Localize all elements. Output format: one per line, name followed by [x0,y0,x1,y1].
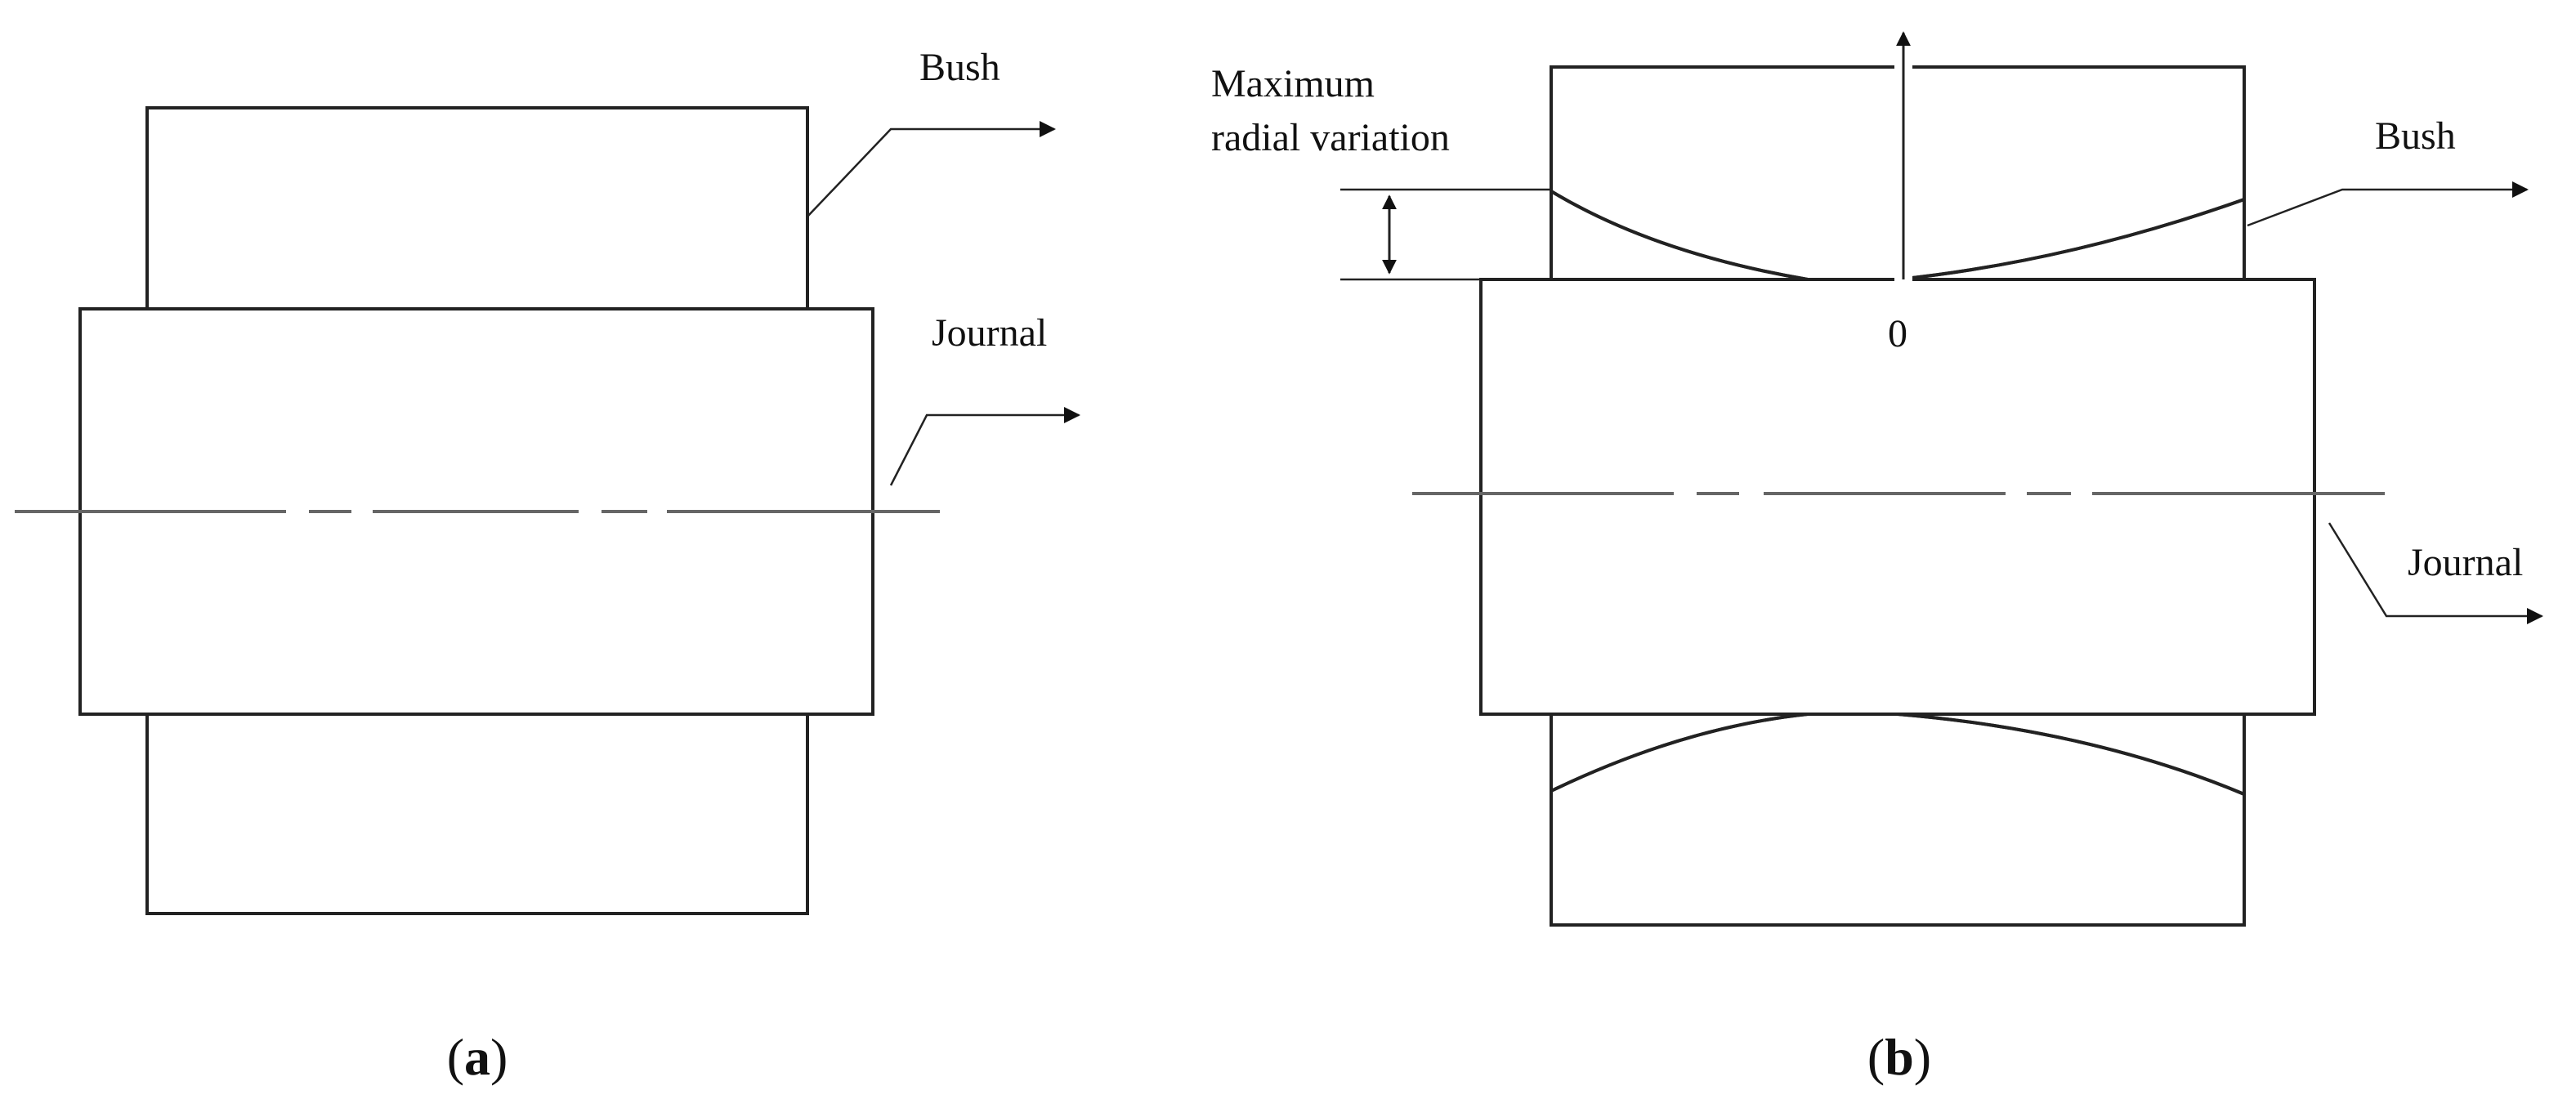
bush-lower-a [145,713,809,915]
journal-leader-a [889,407,1080,486]
bush-upper-a [145,106,809,311]
bush-lower-b [1550,713,2246,927]
caption-b: (b) [1867,1028,1931,1086]
journal-leader-b [2328,522,2543,624]
bush-upper-gap-b [1550,188,2246,281]
bush-leader-a [807,121,1056,217]
zero-label-b: 0 [1888,312,1907,355]
caption-a: (a) [447,1028,508,1086]
journal-label-b: Journal [2408,541,2523,584]
journal-label-a: Journal [932,311,1047,355]
bush-lower-gap-b [1550,713,2246,797]
max-variation-line1: Maximum [1211,62,1375,105]
caption-b-letter: b [1885,1028,1914,1086]
caption-a-letter: a [464,1028,490,1086]
bush-leader-b [2247,181,2529,227]
max-variation-line2: radial variation [1211,116,1450,159]
panel-a: Bush Journal (a) [15,46,1080,1086]
bush-label-a: Bush [919,46,1000,89]
bush-label-b: Bush [2375,114,2456,158]
panel-b: Maximum radial variation 0 Bush Journal … [1211,31,2543,1086]
